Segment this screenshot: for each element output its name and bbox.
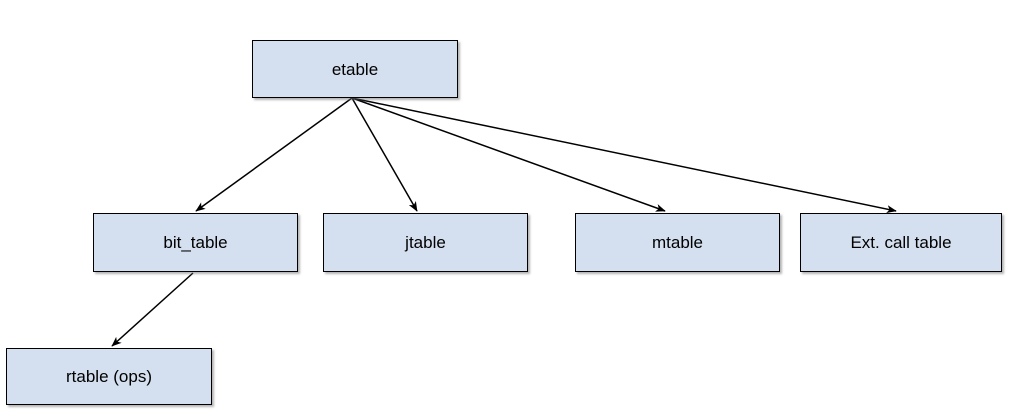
node-label-jtable: jtable (405, 233, 446, 252)
node-rtable[interactable]: rtable (ops) (6, 348, 212, 405)
node-label-rtable: rtable (ops) (66, 367, 152, 386)
node-label-ext-call-table: Ext. call table (850, 233, 952, 252)
node-jtable[interactable]: jtable (323, 213, 528, 272)
edge-etable-to-jtable (351, 97, 418, 212)
edge-etable-to-bit_table (195, 97, 353, 212)
edge-etable-to-mtable (351, 97, 666, 212)
node-mtable[interactable]: mtable (575, 213, 780, 272)
node-label-bit_table: bit_table (163, 233, 228, 252)
edge-bit_table-to-rtable (111, 272, 194, 347)
node-etable[interactable]: etable (252, 40, 458, 98)
node-ext-call-table[interactable]: Ext. call table (800, 213, 1002, 272)
node-bit_table[interactable]: bit_table (93, 213, 298, 272)
node-label-etable: etable (331, 59, 379, 79)
node-label-mtable: mtable (651, 233, 704, 252)
edge-etable-to-ext_call (351, 97, 897, 214)
